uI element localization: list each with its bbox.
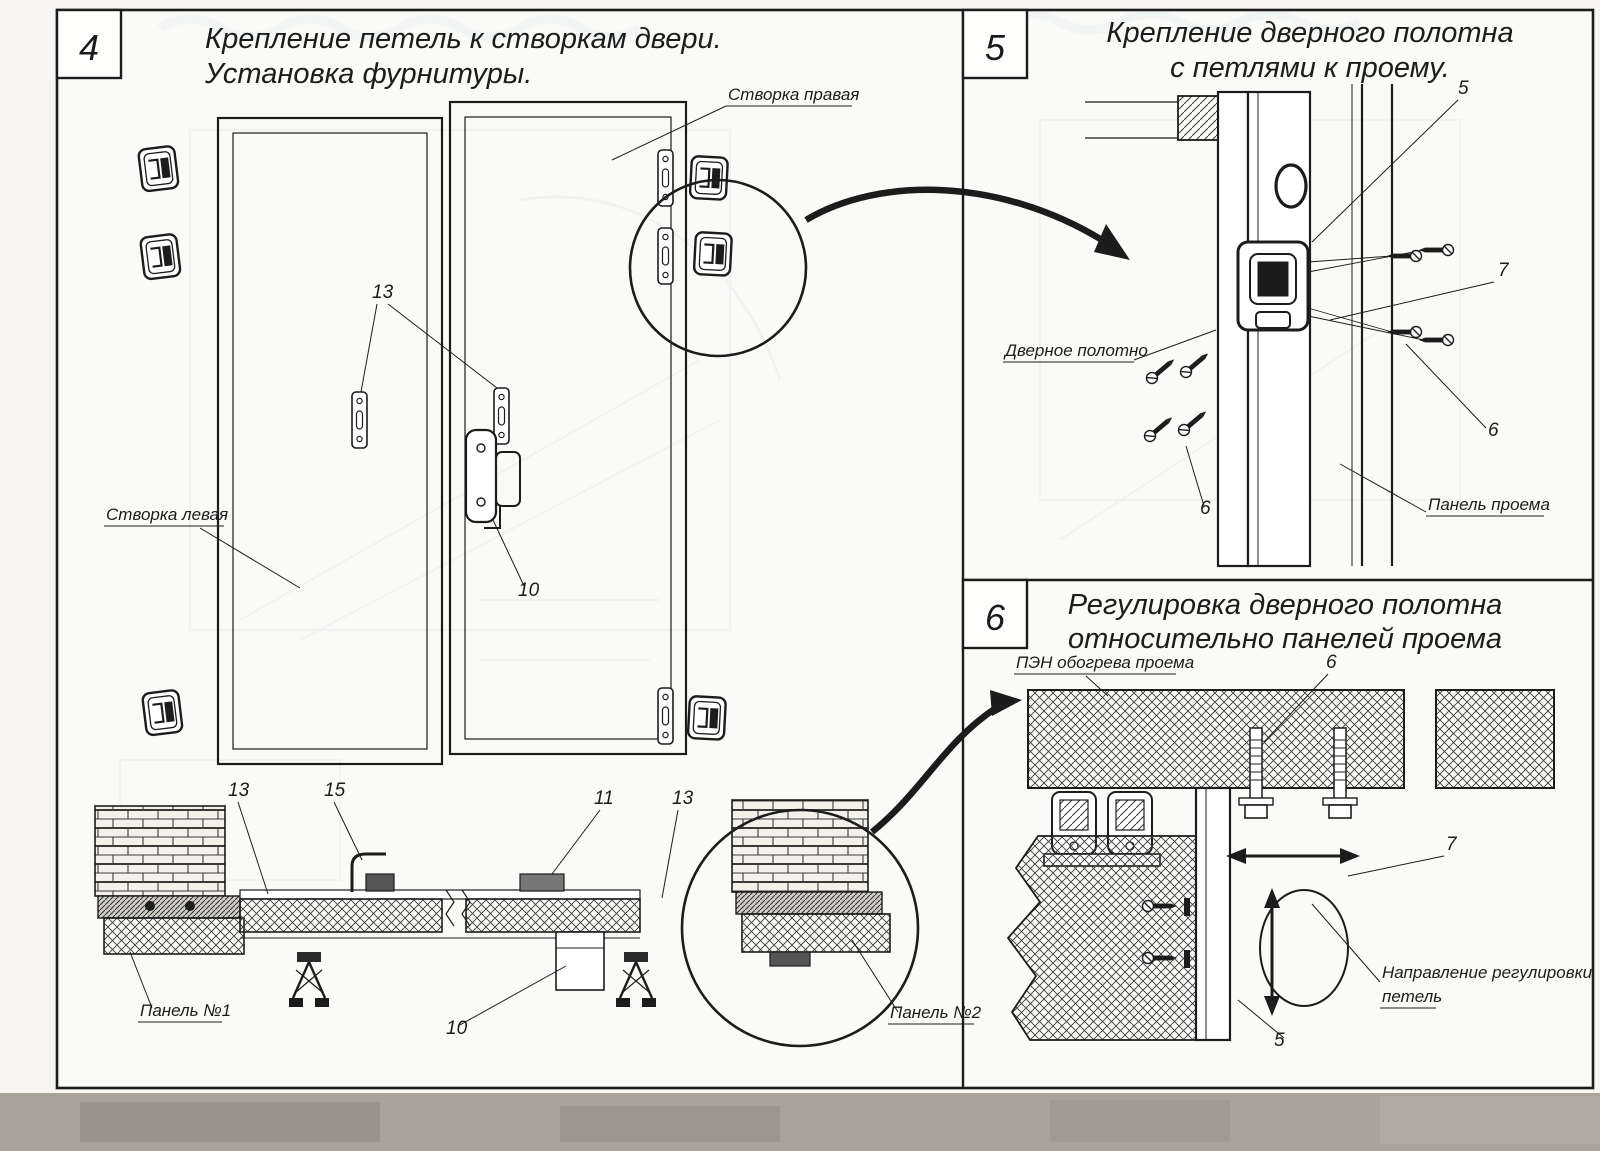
svg-text:7: 7 (1446, 834, 1458, 855)
panel4-number: 4 (79, 27, 99, 68)
svg-text:Панель №1: Панель №1 (140, 1001, 231, 1020)
hinge-icon (688, 154, 730, 202)
svg-text:13: 13 (372, 282, 394, 303)
panel4-title-line1: Крепление петель к створкам двери. (205, 23, 722, 55)
callout-10-lock: 10 (446, 965, 567, 1039)
adjust-arrow-horizontal (1226, 848, 1360, 864)
label-opening-panel: Панель проема (1339, 463, 1550, 517)
svg-text:5: 5 (1458, 78, 1469, 99)
panel6-number: 6 (985, 597, 1006, 638)
svg-text:6: 6 (1200, 498, 1211, 519)
wall-block-section (1006, 835, 1197, 1041)
hinge-plate-icon (657, 687, 674, 745)
panel6-title-line1: Регулировка дверного полотна (1068, 589, 1503, 621)
panel4-number-box (55, 8, 123, 80)
washer-icon (1184, 898, 1190, 916)
svg-text:Панель №2: Панель №2 (890, 1003, 982, 1022)
callout-13-section: 13 (228, 780, 269, 895)
label-adjust-direction: Направление регулировки петель (1311, 903, 1593, 1009)
svg-text:13: 13 (228, 780, 250, 801)
svg-text:7: 7 (1498, 260, 1510, 281)
door-leaf-left (216, 116, 444, 766)
washer-icon (1184, 950, 1190, 968)
hinge-icon (136, 144, 181, 193)
panel4-title-line2: Установка фурнитуры. (204, 58, 532, 90)
svg-text:Направление регулировки: Направление регулировки (1382, 963, 1593, 982)
panel5-screws-right (1307, 243, 1455, 347)
label-right-leaf: Створка правая (611, 85, 859, 161)
panel6-door-edge (1194, 786, 1232, 1042)
callout-11-keeper: 11 (551, 788, 614, 875)
heater-beam-left (1027, 689, 1405, 789)
door-leaf-right (448, 100, 688, 756)
svg-text:5: 5 (1274, 1030, 1285, 1051)
callout-7-hinge-screw: 7 (1347, 834, 1458, 877)
section-left-wall (94, 805, 245, 955)
svg-text:10: 10 (446, 1018, 468, 1039)
section-door-panel (239, 852, 641, 991)
arrow-to-panel5 (804, 186, 1130, 260)
svg-text:6: 6 (1326, 652, 1337, 673)
svg-text:Дверное полотно: Дверное полотно (1003, 341, 1148, 360)
svg-text:15: 15 (324, 780, 346, 801)
arrow-to-panel6 (869, 690, 1022, 835)
callout-5-hinge: 5 (1311, 78, 1469, 243)
heater-beam-right (1435, 689, 1555, 789)
svg-text:10: 10 (518, 580, 540, 601)
label-panel2: Панель №2 (851, 939, 982, 1025)
svg-text:петель: петель (1382, 987, 1442, 1006)
label-panel1: Панель №1 (129, 951, 231, 1023)
callout-10-latch: 10 (492, 519, 540, 601)
panel5-number-box (961, 8, 1029, 80)
panel5-number: 5 (985, 27, 1006, 68)
hinge-icon (138, 232, 183, 281)
svg-text:Панель проема: Панель проема (1428, 495, 1550, 514)
scan-edge-strip (0, 1093, 1600, 1151)
hinge-plate-icon (657, 227, 674, 285)
detail-circle-section (680, 808, 920, 1048)
callout-13-hinge-plates: 13 (360, 282, 498, 393)
detail-circle-hinges (628, 178, 808, 358)
panel6: 6 Регулировка дверного полотна относител… (961, 578, 1593, 1051)
panel5-title-line1: Крепление дверного полотна (1106, 17, 1513, 49)
hinge-icon (140, 688, 185, 737)
svg-text:ПЭН обогрева проема: ПЭН обогрева проема (1016, 653, 1194, 672)
panel6-title-line2: относительно панелей проема (1068, 623, 1502, 655)
mounting-plate-icon (493, 387, 510, 445)
panel5-hinge (1236, 240, 1310, 332)
latch-hardware (464, 428, 521, 529)
mounting-plate-icon (351, 391, 368, 449)
callout-6-bolts: 6 (1263, 652, 1337, 743)
panel5: 5 Крепление дверного полотна с петлями к… (961, 8, 1550, 568)
hinge-pivot-ellipse (1259, 889, 1349, 1007)
callout-6-screws-right: 6 (1405, 343, 1499, 441)
hinge-icon (686, 694, 728, 742)
panel4: 4 Крепление петель к створкам двери. Уст… (55, 8, 1130, 1048)
svg-text:Створка левая: Створка левая (106, 505, 228, 524)
callout-13-section2: 13 (661, 788, 694, 899)
callout-5-door-edge: 5 (1237, 999, 1285, 1051)
callout-7-screwset: 7 (1329, 260, 1510, 321)
svg-text:6: 6 (1488, 420, 1499, 441)
panel6-number-box (961, 578, 1029, 650)
panel5-title-line2: с петлями к проему. (1170, 52, 1450, 84)
svg-text:11: 11 (594, 788, 614, 809)
svg-text:13: 13 (672, 788, 694, 809)
label-left-leaf: Створка левая (104, 505, 301, 589)
label-door-leaf: Дверное полотно (1003, 329, 1217, 363)
hinge-icon (692, 230, 734, 278)
section-right-wall (731, 799, 891, 967)
callout-6-screws-left: 6 (1185, 445, 1211, 519)
svg-text:Створка правая: Створка правая (728, 85, 859, 104)
callout-15-bracket: 15 (324, 780, 363, 861)
